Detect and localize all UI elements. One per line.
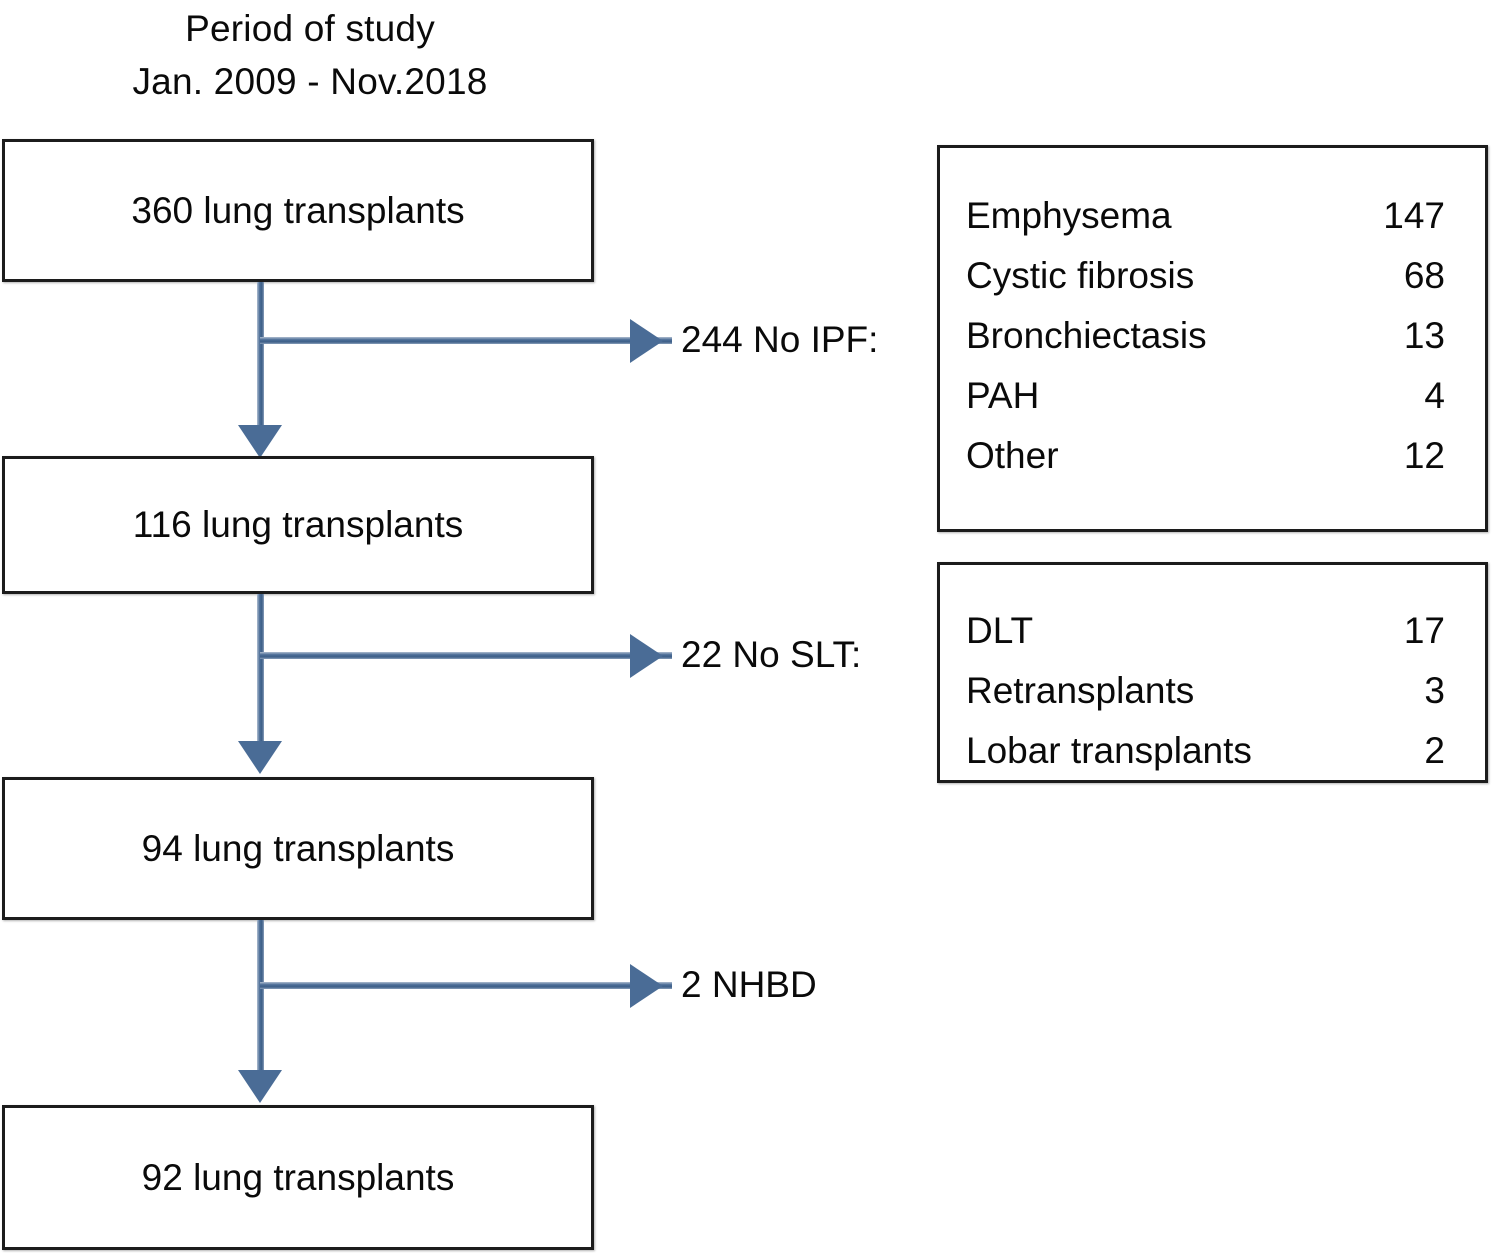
detail-row-value: 13 bbox=[1403, 315, 1445, 356]
detail-row-label: Other bbox=[966, 435, 1059, 476]
detail-row: Bronchiectasis 13 bbox=[966, 306, 1445, 366]
connector-branch-arrowhead-2 bbox=[630, 634, 663, 678]
detail-row-label: Lobar transplants bbox=[966, 730, 1252, 771]
detail-row: Cystic fibrosis 68 bbox=[966, 246, 1445, 306]
connector-trunk-3 bbox=[257, 920, 264, 1075]
flow-node-label: 92 lung transplants bbox=[141, 1156, 455, 1198]
connector-trunk-arrowhead-3 bbox=[238, 1070, 282, 1103]
flow-node-116-lung-transplants: 116 lung transplants bbox=[2, 456, 594, 594]
detail-table-no-ipf: Emphysema 147 Cystic fibrosis 68 Bronchi… bbox=[937, 145, 1488, 532]
detail-row: PAH 4 bbox=[966, 366, 1445, 426]
flow-node-label: 116 lung transplants bbox=[132, 504, 464, 545]
detail-row-value: 4 bbox=[1424, 375, 1445, 416]
detail-row-label: DLT bbox=[966, 610, 1034, 651]
exclusion-label-244-no-ipf: 244 No IPF: bbox=[681, 319, 879, 360]
page-title-line-1: Period of study bbox=[185, 8, 435, 49]
flow-node-92-lung-transplants: 92 lung transplants bbox=[2, 1105, 594, 1250]
page-title: Period of study Jan. 2009 - Nov.2018 bbox=[0, 2, 620, 108]
detail-table-no-slt: DLT 17 Retransplants 3 Lobar transplants… bbox=[937, 562, 1488, 783]
exclusion-label-22-no-slt: 22 No SLT: bbox=[681, 634, 862, 675]
detail-row-value: 147 bbox=[1383, 195, 1445, 236]
detail-row: Emphysema 147 bbox=[966, 186, 1445, 246]
detail-row: Retransplants 3 bbox=[966, 661, 1445, 721]
flow-node-360-lung-transplants: 360 lung transplants bbox=[2, 139, 594, 282]
connector-branch-arrowhead-3 bbox=[630, 964, 663, 1008]
connector-trunk-arrowhead-1 bbox=[238, 425, 282, 458]
detail-row-value: 2 bbox=[1424, 730, 1445, 771]
connector-trunk-1 bbox=[257, 282, 264, 428]
flow-node-label: 360 lung transplants bbox=[131, 189, 465, 231]
flow-node-94-lung-transplants: 94 lung transplants bbox=[2, 777, 594, 920]
detail-row-value: 17 bbox=[1403, 610, 1445, 651]
detail-row-label: Cystic fibrosis bbox=[966, 255, 1195, 296]
detail-table-rows: DLT 17 Retransplants 3 Lobar transplants… bbox=[966, 601, 1445, 781]
detail-row-value: 12 bbox=[1403, 435, 1445, 476]
detail-row-label: Emphysema bbox=[966, 195, 1172, 236]
exclusion-label-2-nhbd: 2 NHBD bbox=[681, 964, 817, 1005]
page-title-line-2: Jan. 2009 - Nov.2018 bbox=[132, 61, 488, 102]
detail-row-value: 3 bbox=[1424, 670, 1445, 711]
flow-node-label: 94 lung transplants bbox=[141, 827, 455, 869]
detail-row-label: Retransplants bbox=[966, 670, 1195, 711]
detail-row: DLT 17 bbox=[966, 601, 1445, 661]
connector-trunk-arrowhead-2 bbox=[238, 741, 282, 774]
detail-row-label: Bronchiectasis bbox=[966, 315, 1207, 356]
detail-table-rows: Emphysema 147 Cystic fibrosis 68 Bronchi… bbox=[966, 186, 1445, 486]
connector-branch-arrowhead-1 bbox=[630, 319, 663, 363]
detail-row: Other 12 bbox=[966, 426, 1445, 486]
detail-row-label: PAH bbox=[966, 375, 1040, 416]
connector-trunk-2 bbox=[257, 594, 264, 744]
detail-row-value: 68 bbox=[1403, 255, 1445, 296]
detail-row: Lobar transplants 2 bbox=[966, 721, 1445, 781]
connector-branch-2 bbox=[260, 652, 672, 659]
connector-branch-3 bbox=[260, 982, 672, 989]
connector-branch-1 bbox=[260, 337, 672, 344]
